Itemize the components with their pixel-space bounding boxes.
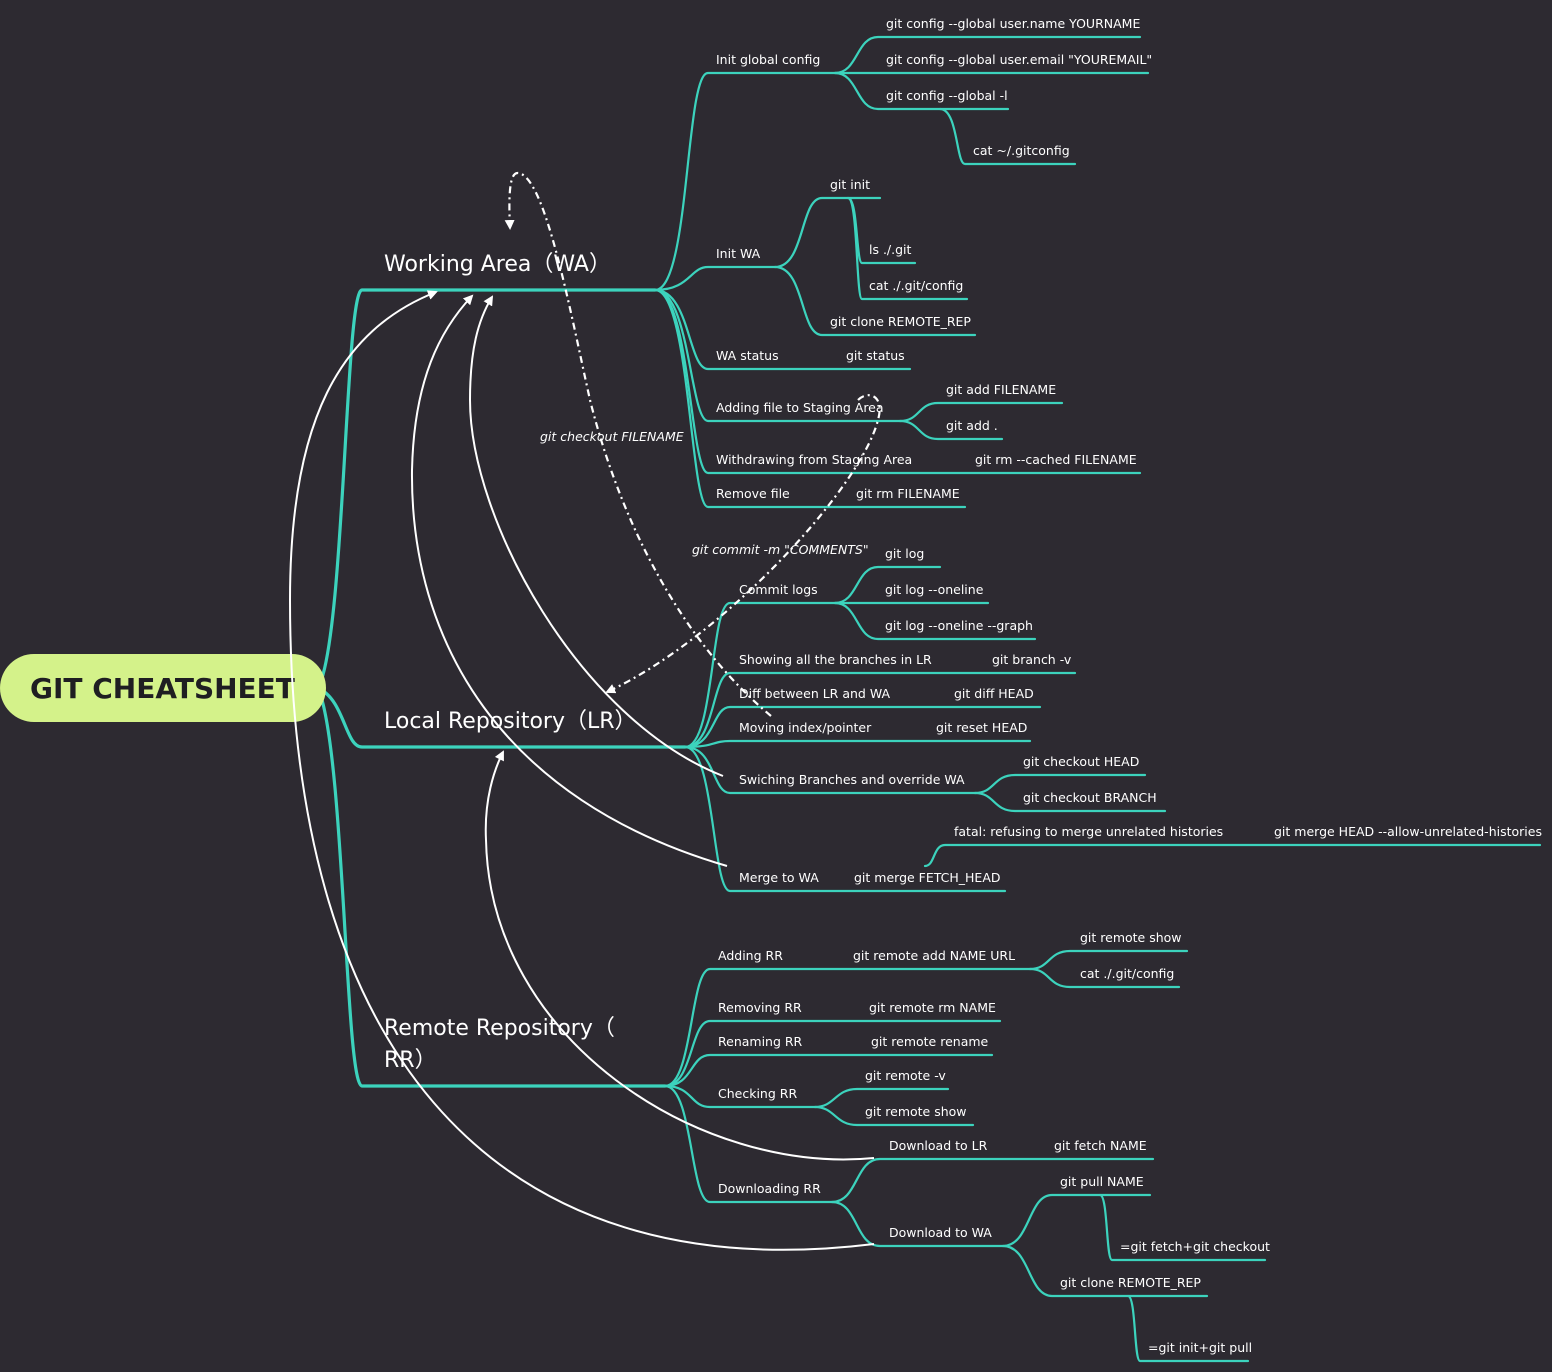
- arrow-commit: [605, 394, 881, 694]
- cmd-ls-git: ls ./.git: [869, 242, 912, 257]
- rr-downloading-label: Downloading RR: [718, 1181, 821, 1196]
- arrow-switch-to-wa: [468, 295, 724, 777]
- cmd-config-list: git config --global -l: [886, 88, 1008, 103]
- cmd-remote-v: git remote -v: [865, 1068, 946, 1083]
- lr-switch-label: Swiching Branches and override WA: [739, 772, 965, 787]
- cmd-remote-add: git remote add NAME URL: [853, 948, 1015, 963]
- lr-diff-label: Diff between LR and WA: [739, 686, 890, 701]
- cmd-git-reset: git reset HEAD: [936, 720, 1027, 735]
- cmd-git-rm-cached: git rm --cached FILENAME: [975, 452, 1137, 467]
- cmd-git-init: git init: [830, 177, 870, 192]
- wa-status-label: WA status: [716, 348, 779, 363]
- connectors: [316, 35, 1542, 1363]
- cmd-config-username: git config --global user.name YOURNAME: [886, 16, 1140, 31]
- cmd-merge-allow-unrelated: git merge HEAD --allow-unrelated-histori…: [1274, 824, 1542, 839]
- cmd-checkout-branch: git checkout BRANCH: [1023, 790, 1157, 805]
- cmd-git-log-oneline: git log --oneline: [885, 582, 984, 597]
- cmd-remote-rm: git remote rm NAME: [869, 1000, 996, 1015]
- root-node: [0, 654, 326, 722]
- branch-remote-repository-line2: RR）: [384, 1048, 437, 1073]
- rr-download-wa-label: Download to WA: [889, 1225, 992, 1240]
- cmd-cat-config-rr: cat ./.git/config: [1080, 966, 1174, 981]
- cmd-remote-rename: git remote rename: [871, 1034, 989, 1049]
- wa-init-label: Init WA: [716, 246, 761, 261]
- relation-arrows: [288, 171, 881, 1251]
- rr-checking-label: Checking RR: [718, 1086, 797, 1101]
- cmd-git-clone-rr: git clone REMOTE_REP: [1060, 1275, 1201, 1290]
- cmd-git-fetch: git fetch NAME: [1054, 1138, 1147, 1153]
- arrow-checkout-file: [504, 171, 772, 717]
- rr-renaming-label: Renaming RR: [718, 1034, 803, 1049]
- rr-adding-label: Adding RR: [718, 948, 783, 963]
- cmd-git-status: git status: [846, 348, 905, 363]
- wa-remove-label: Remove file: [716, 486, 790, 501]
- wa-staging-label: Adding file to Staging Area: [716, 400, 884, 415]
- lr-merge-label: Merge to WA: [739, 870, 819, 885]
- cmd-git-pull: git pull NAME: [1060, 1174, 1144, 1189]
- merge-fatal-message: fatal: refusing to merge unrelated histo…: [954, 824, 1223, 839]
- rr-removing-label: Removing RR: [718, 1000, 802, 1015]
- cmd-git-log: git log: [885, 546, 924, 561]
- cmd-git-clone: git clone REMOTE_REP: [830, 314, 971, 329]
- lr-commit-logs-label: Commit logs: [739, 582, 818, 597]
- eq-fetch-checkout: =git fetch+git checkout: [1120, 1239, 1270, 1254]
- wa-init-global-label: Init global config: [716, 52, 820, 67]
- cmd-git-rm: git rm FILENAME: [856, 486, 960, 501]
- cmd-git-merge: git merge FETCH_HEAD: [854, 870, 1001, 885]
- cmd-checkout-head: git checkout HEAD: [1023, 754, 1139, 769]
- lr-reset-label: Moving index/pointer: [739, 720, 872, 735]
- cmd-git-add-all: git add .: [946, 418, 998, 433]
- rr-download-lr-label: Download to LR: [889, 1138, 988, 1153]
- cmd-remote-show-b: git remote show: [865, 1104, 967, 1119]
- cmd-cat-gitconfig: cat ~/.gitconfig: [973, 143, 1070, 158]
- branch-local-repository: Local Repository（LR）: [384, 709, 637, 734]
- arrow-download-wa-to-wa: [288, 290, 875, 1251]
- cmd-git-diff: git diff HEAD: [954, 686, 1034, 701]
- note-git-commit: git commit -m "COMMENTS": [692, 542, 869, 557]
- cmd-git-add-file: git add FILENAME: [946, 382, 1056, 397]
- arrow-merge-to-wa: [410, 294, 728, 867]
- branch-working-area: Working Area（WA）: [384, 252, 611, 277]
- arrow-download-lr-to-lr: [484, 750, 875, 1161]
- cmd-git-branch: git branch -v: [992, 652, 1072, 667]
- cmd-git-log-graph: git log --oneline --graph: [885, 618, 1033, 633]
- note-git-checkout: git checkout FILENAME: [540, 429, 684, 444]
- cmd-config-email: git config --global user.email "YOUREMAI…: [886, 52, 1152, 67]
- eq-init-pull: =git init+git pull: [1148, 1340, 1252, 1355]
- cmd-remote-show-a: git remote show: [1080, 930, 1182, 945]
- branch-remote-repository-line1: Remote Repository（: [384, 1016, 615, 1041]
- wa-withdraw-label: Withdrawing from Staging Area: [716, 452, 912, 467]
- root-title: GIT CHEATSHEET: [30, 672, 295, 705]
- lr-branches-label: Showing all the branches in LR: [739, 652, 932, 667]
- cmd-cat-git-config: cat ./.git/config: [869, 278, 963, 293]
